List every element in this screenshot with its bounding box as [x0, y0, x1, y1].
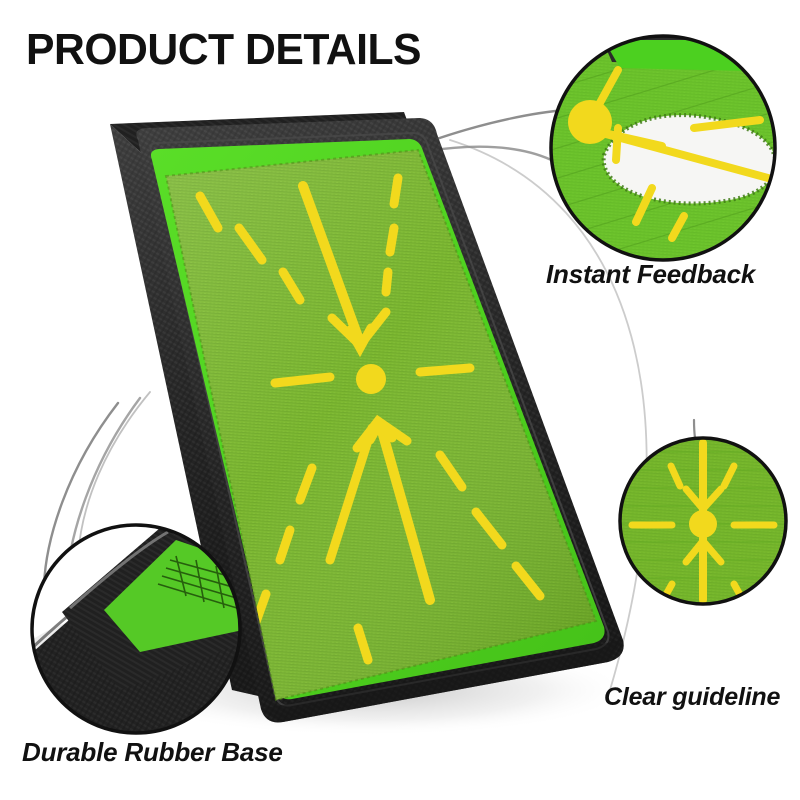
callout-ring-clear-guideline [618, 436, 788, 606]
guideline-down-arrow [298, 181, 363, 342]
mat-rubber-bottom-lip [261, 640, 623, 722]
callout-circle-clear-guideline [618, 436, 788, 606]
callout-label-durable-rubber-base: Durable Rubber Base [22, 737, 283, 767]
guideline-fan-left [325, 423, 377, 565]
guideline-center-dot [356, 364, 386, 394]
mat-turf-stitch-edge [164, 148, 598, 702]
page-title: PRODUCT DETAILS [26, 25, 422, 74]
guideline-dashes-bottom [353, 623, 373, 665]
guideline-up-arrow [375, 419, 435, 605]
callout-ring-rubber-base [30, 523, 242, 735]
connector-to-rubber-base [42, 401, 120, 587]
guide-arrow-down-head [682, 485, 725, 515]
guideline-dashes-upper-left [195, 191, 305, 305]
base-green-turf-shade [104, 540, 240, 652]
feedback-ball-spot [568, 100, 612, 144]
callout-circle-rubber-base [30, 523, 242, 735]
guide-arrow-up-head [682, 535, 725, 566]
guide-center-dot [689, 510, 717, 538]
callout-ring-instant-feedback [549, 34, 777, 262]
connector-to-instant-feedback [423, 108, 568, 145]
connector-arc-right [449, 139, 648, 691]
guideline-down-arrow-tip [345, 323, 376, 358]
guideline-dashes-lower-right [435, 450, 545, 601]
guide-tick-upper-right [720, 462, 738, 490]
callout-label-instant-feedback: Instant Feedback [546, 259, 756, 289]
base-green-turf [104, 540, 240, 652]
base-rim [69, 530, 169, 610]
callout-circle-instant-feedback [549, 34, 777, 262]
guideline-dashes-upper-right [381, 173, 403, 297]
guide-tick-upper-left [667, 462, 684, 490]
callout-label-clear-guideline: Clear guideline [604, 683, 781, 711]
connector-to-clear-guideline [692, 418, 697, 440]
golf-mat [110, 112, 624, 723]
guideline-center-ticks [270, 363, 475, 388]
